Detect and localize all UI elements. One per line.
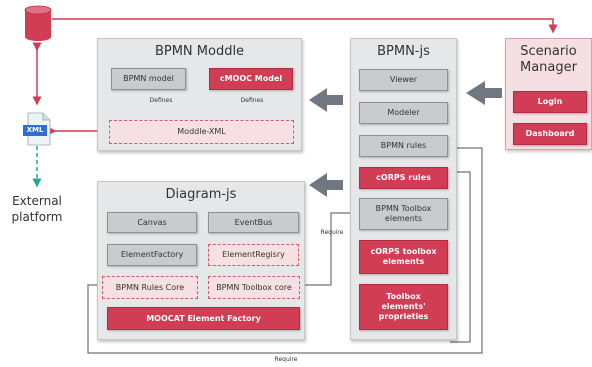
element-registry-box[interactable]: ElementRegisry: [208, 244, 299, 266]
bpmnjs-to-moddle-arrow: [309, 88, 343, 112]
defines-label-1: Defines: [149, 97, 173, 104]
database-icon: [24, 5, 52, 42]
require-line-rules: [87, 147, 483, 354]
diagram-js-panel: Diagram-js Canvas EventBus ElementFactor…: [97, 181, 305, 340]
bpmn-rules-core-box[interactable]: BPMN Rules Core: [102, 276, 198, 299]
bpmn-model-box[interactable]: BPMN model: [111, 68, 186, 90]
moddle-xml-box[interactable]: Moddle-XML: [109, 120, 294, 144]
db-to-scenario-line: [52, 18, 558, 34]
canvas-box[interactable]: Canvas: [107, 212, 197, 233]
bpmn-toolbox-core-box[interactable]: BPMN Toolbox core: [208, 276, 300, 299]
scenario-manager-panel: Scenario Manager Login Dashboard: [505, 38, 592, 150]
toolbox-elements-proprieties-box[interactable]: Toolbox elements' proprieties: [359, 284, 448, 330]
bpmn-moddle-title: BPMN Moddle: [154, 44, 245, 59]
cmooc-model-box[interactable]: cMOOC Model: [209, 68, 293, 90]
require-label-2: Require: [274, 356, 298, 363]
xml-file-icon: XML: [22, 112, 54, 146]
eventbus-box[interactable]: EventBus: [208, 212, 299, 233]
dashboard-button[interactable]: Dashboard: [513, 123, 587, 145]
moocat-element-factory-box[interactable]: MOOCAT Element Factory: [107, 307, 300, 330]
xml-icon-label: XML: [26, 126, 44, 134]
login-button[interactable]: Login: [513, 91, 587, 113]
scenario-to-bpmnjs-arrow: [466, 81, 502, 105]
diagram-js-title: Diagram-js: [165, 187, 237, 202]
require-label-1: Require: [320, 229, 344, 236]
require-line-toolbox: [305, 212, 357, 286]
scenario-manager-title: Scenario Manager: [520, 44, 577, 75]
bpmn-js-title: BPMN-js: [377, 44, 430, 59]
external-platform-label: External platform: [11, 194, 63, 224]
defines-label-2: Defines: [240, 97, 264, 104]
bpmn-moddle-panel: BPMN Moddle BPMN model cMOOC Model Defin…: [97, 38, 302, 151]
corps-rules-box[interactable]: cORPS rules: [359, 167, 448, 189]
element-factory-box[interactable]: ElementFactory: [107, 244, 197, 266]
bpmn-rules-box[interactable]: BPMN rules: [359, 135, 448, 157]
bpmn-js-panel: BPMN-js Viewer Modeler BPMN rules cORPS …: [350, 38, 457, 340]
bpmnjs-to-diagram-arrow: [309, 173, 343, 197]
modeler-box[interactable]: Modeler: [359, 102, 448, 124]
corps-toolbox-elements-box[interactable]: cORPS toolbox elements: [359, 240, 448, 274]
bpmn-toolbox-elements-box[interactable]: BPMN Toolbox elements: [359, 198, 448, 230]
viewer-box[interactable]: Viewer: [359, 69, 448, 91]
